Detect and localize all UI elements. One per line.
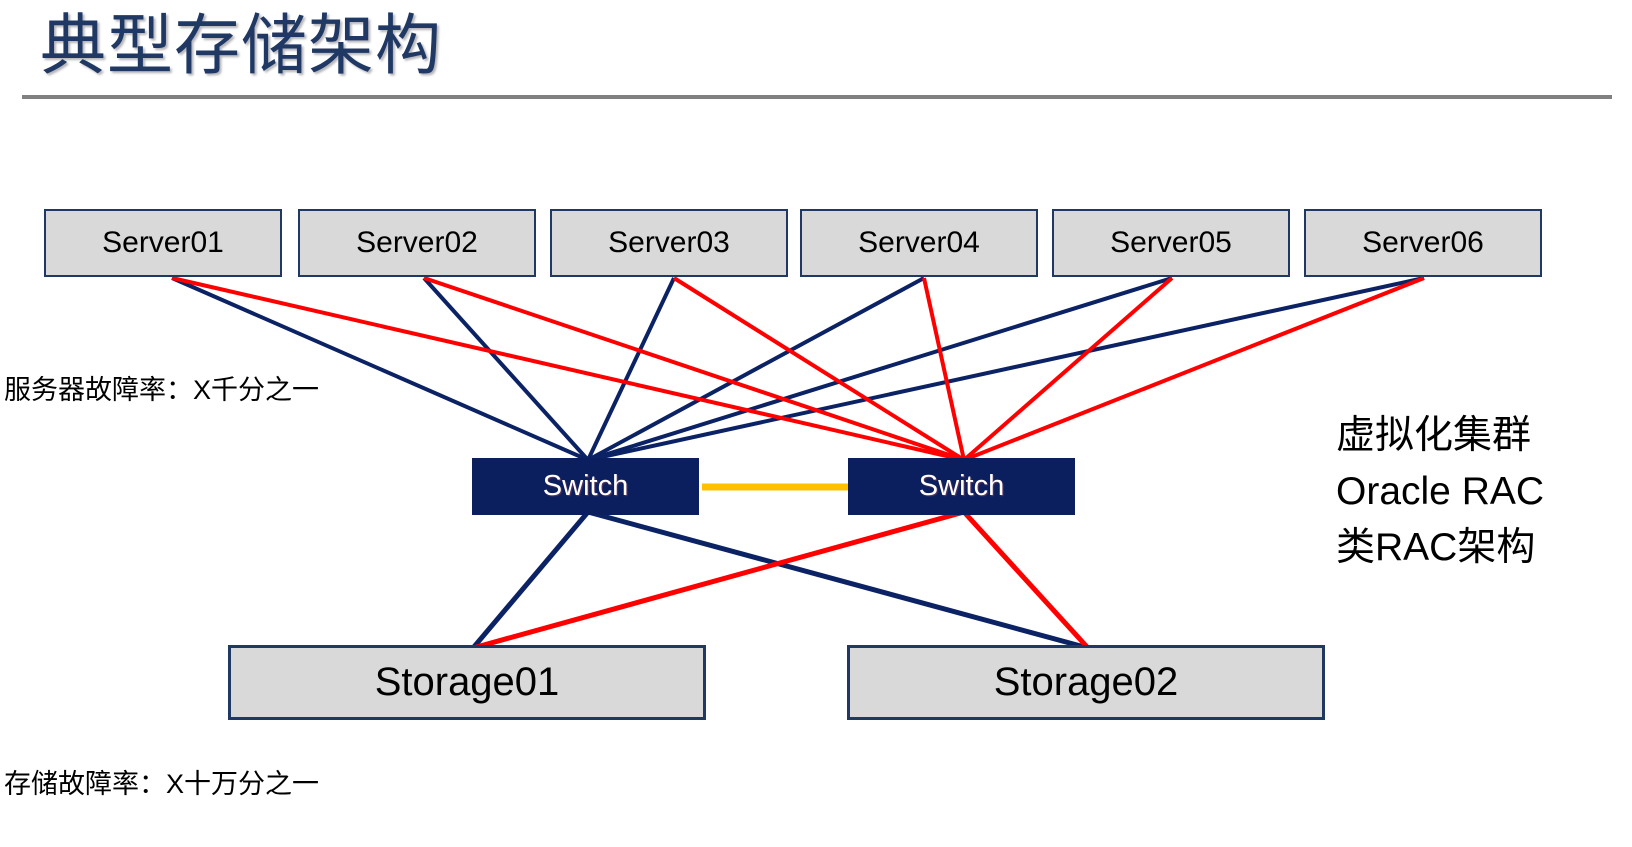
connection-line [587,509,1089,651]
connection-line [922,277,966,461]
switch-node-label: Switch [542,470,629,502]
server-node-2[interactable]: Server02 [298,209,536,277]
connection-line [587,276,925,462]
server-failure-rate-note: 服务器故障率：X千分之一 [4,375,320,405]
connection-line [587,276,1425,462]
storage-failure-rate-note: 存储故障率：X十万分之一 [4,769,320,799]
connection-line [586,277,676,461]
switch-node-1[interactable]: Switch [472,458,699,515]
server-node-3[interactable]: Server03 [550,209,788,277]
storage-node-2[interactable]: Storage02 [847,645,1325,720]
server-to-switch-b-links [171,276,1425,462]
connection-line [422,276,590,462]
server-node-5[interactable]: Server05 [1052,209,1290,277]
title-divider [22,95,1612,99]
switch-b-to-storage-links [472,509,1090,651]
storage-node-label: Storage02 [993,660,1179,704]
server-node-label: Server06 [1362,226,1484,259]
page-title: 典型存储架构 [40,8,442,82]
server-node-6[interactable]: Server06 [1304,209,1542,277]
cluster-architecture-note: 虚拟化集群 Oracle RAC 类RAC架构 [1336,408,1544,576]
server-node-label: Server03 [608,226,730,259]
connection-line [472,509,965,651]
server-node-label: Server04 [858,226,980,259]
storage-node-1[interactable]: Storage01 [228,645,706,720]
server-node-1[interactable]: Server01 [44,209,282,277]
cluster-note-line-1: 虚拟化集群 [1336,414,1532,457]
server-node-label: Server01 [102,226,224,259]
connection-line [672,276,966,462]
connection-line [423,276,965,462]
cluster-note-line-3: 类RAC架构 [1336,526,1536,569]
switch-a-to-storage-links [471,509,1089,651]
server-to-switch-a-links [171,276,1425,462]
connection-line [471,510,590,650]
connection-line [962,276,1174,462]
server-node-label: Server02 [356,226,478,259]
cluster-note-line-2: Oracle RAC [1336,470,1545,513]
connection-line [962,510,1090,650]
storage-node-label: Storage01 [374,660,560,704]
switch-node-label: Switch [918,470,1005,502]
connection-line [587,276,1173,462]
server-node-4[interactable]: Server04 [800,209,1038,277]
switch-node-2[interactable]: Switch [848,458,1075,515]
server-node-label: Server05 [1110,226,1232,259]
